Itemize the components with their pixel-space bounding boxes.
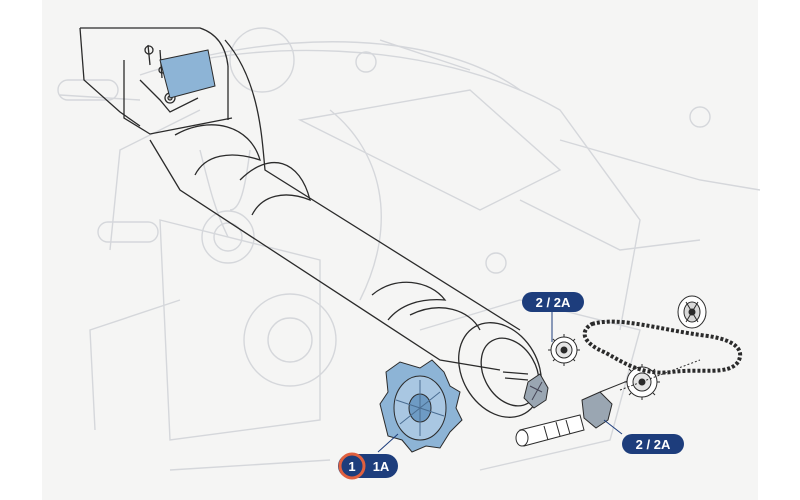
ghost-background-assembly xyxy=(57,27,761,471)
callout-label: 2 / 2A xyxy=(636,437,671,452)
sprocket-upper xyxy=(548,334,580,366)
chute-plate-highlight xyxy=(159,49,216,99)
callout-bottom-left: 1 1A xyxy=(338,452,398,480)
drive-shaft xyxy=(515,379,631,447)
callout-leaders xyxy=(377,312,623,453)
highlight-ring xyxy=(338,452,366,480)
drive-chain xyxy=(582,319,743,375)
bevel-gear-front xyxy=(523,373,549,409)
auger-tube xyxy=(79,27,542,418)
callout-code: 1A xyxy=(373,459,390,474)
impeller-part-1 xyxy=(379,359,463,453)
sprocket-lower xyxy=(619,359,701,400)
callout-bottom-right: 2 / 2A xyxy=(622,434,684,454)
idler-pulley xyxy=(677,295,707,329)
callout-label: 2 / 2A xyxy=(536,295,571,310)
callout-number: 1 xyxy=(348,459,355,474)
callout-top-right: 2 / 2A xyxy=(522,292,584,312)
